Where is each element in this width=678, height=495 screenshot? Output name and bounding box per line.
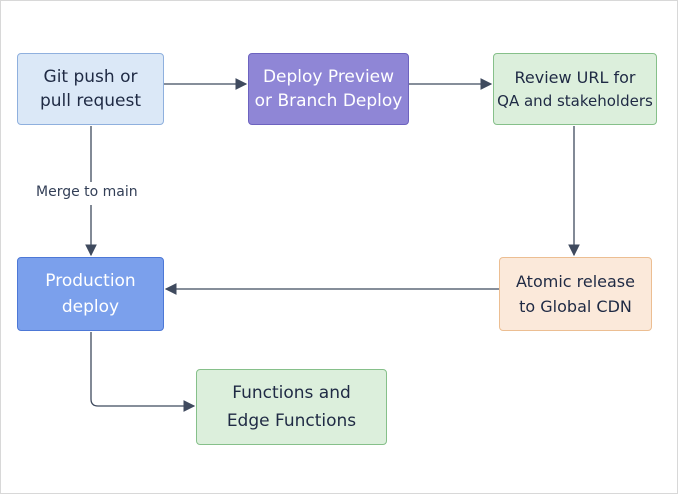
node-git-push-line-1: Git push or [43, 67, 138, 87]
edge-label-merge-to-main: Merge to main [34, 184, 140, 200]
node-deploy-preview-line-2: or Branch Deploy [254, 91, 403, 111]
node-deploy-preview-line-1: Deploy Preview [262, 67, 395, 87]
node-atomic-release-line-2: to Global CDN [519, 297, 632, 316]
node-review-url-line-1: Review URL for [514, 68, 636, 87]
node-atomic-release-line-1: Atomic release [516, 272, 635, 291]
node-production-deploy: Production deploy [17, 257, 164, 331]
node-atomic-release: Atomic release to Global CDN [499, 257, 652, 331]
node-git-push-line-2: pull request [39, 91, 142, 111]
node-functions-line-2: Edge Functions [226, 411, 357, 431]
node-functions-line-1: Functions and [232, 383, 351, 403]
node-functions: Functions and Edge Functions [196, 369, 387, 445]
node-review-url: Review URL for QA and stakeholders [493, 53, 657, 125]
node-deploy-preview: Deploy Preview or Branch Deploy [248, 53, 409, 125]
node-production-deploy-line-1: Production [45, 271, 136, 291]
edge-production-to-functions [90, 332, 196, 412]
node-production-deploy-line-2: deploy [61, 297, 120, 317]
node-review-url-line-2: QA and stakeholders [497, 92, 653, 110]
node-git-push: Git push or pull request [17, 53, 164, 125]
